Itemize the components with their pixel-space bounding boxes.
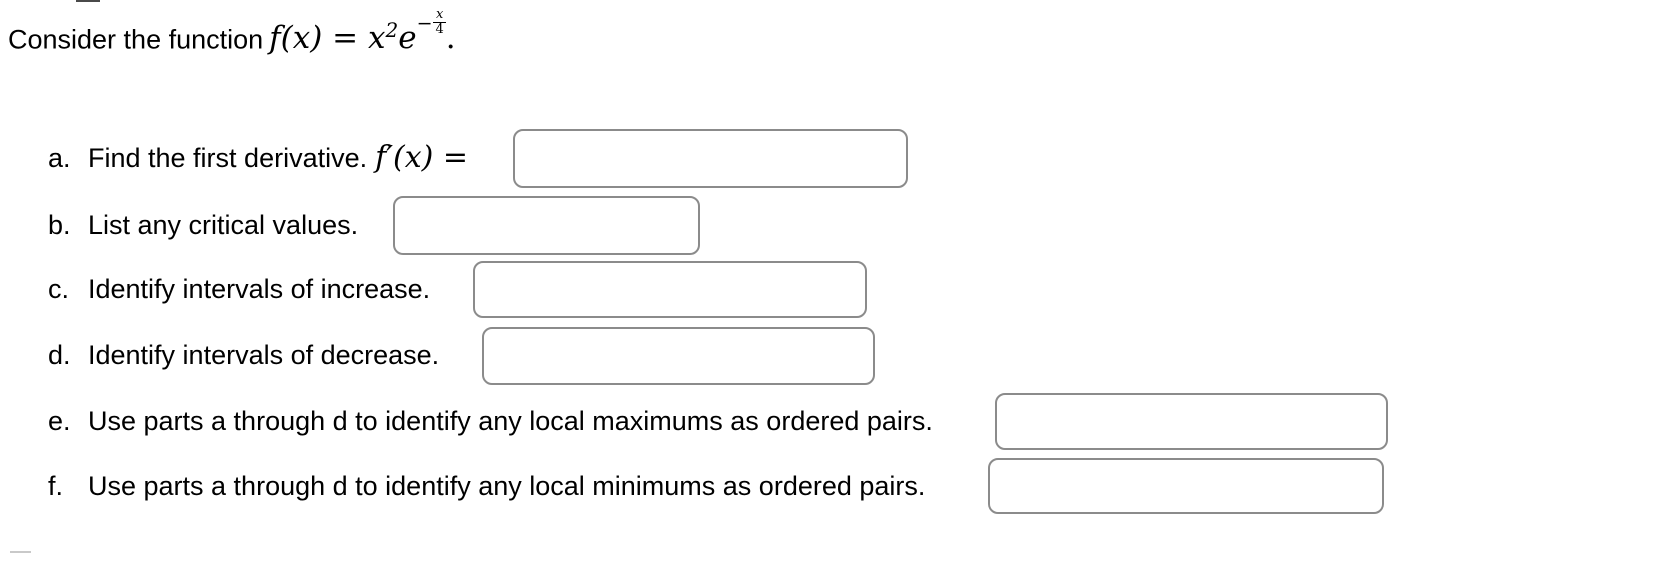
cropped-artifact-bottom xyxy=(10,551,31,553)
cropped-artifact-top xyxy=(76,0,100,2)
item-letter: e. xyxy=(48,406,71,436)
item-label: Identify intervals of decrease. xyxy=(88,340,440,370)
question-item-d: d. Identify intervals of decrease. xyxy=(48,338,439,372)
answer-input-d[interactable] xyxy=(482,327,875,385)
item-label: Identify intervals of increase. xyxy=(88,274,431,304)
question-item-e: e. Use parts a through d to identify any … xyxy=(48,404,933,438)
item-label: Use parts a through d to identify any lo… xyxy=(88,406,933,436)
title-text: Consider the function xyxy=(8,24,264,55)
item-label: List any critical values. xyxy=(88,210,359,240)
item-letter: f. xyxy=(48,471,64,501)
answer-input-f[interactable] xyxy=(988,458,1384,514)
question-item-a: a. Find the first derivative.f′(x) = xyxy=(48,141,468,175)
question-item-b: b. List any critical values. xyxy=(48,208,358,242)
item-label: Use parts a through d to identify any lo… xyxy=(88,471,926,501)
item-letter: d. xyxy=(48,340,71,370)
answer-input-e[interactable] xyxy=(995,393,1388,450)
item-letter: b. xyxy=(48,210,71,240)
exponent-2: 2 xyxy=(385,18,399,43)
question-item-c: c. Identify intervals of increase. xyxy=(48,272,430,306)
derivative-math-label: f′(x) = xyxy=(375,140,469,175)
answer-input-a[interactable] xyxy=(513,129,908,188)
item-letter: a. xyxy=(48,143,71,173)
question-item-f: f. Use parts a through d to identify any … xyxy=(48,469,925,503)
answer-input-b[interactable] xyxy=(393,196,700,255)
item-label: Find the first derivative. xyxy=(88,143,368,173)
item-letter: c. xyxy=(48,274,70,304)
answer-input-c[interactable] xyxy=(473,261,867,318)
